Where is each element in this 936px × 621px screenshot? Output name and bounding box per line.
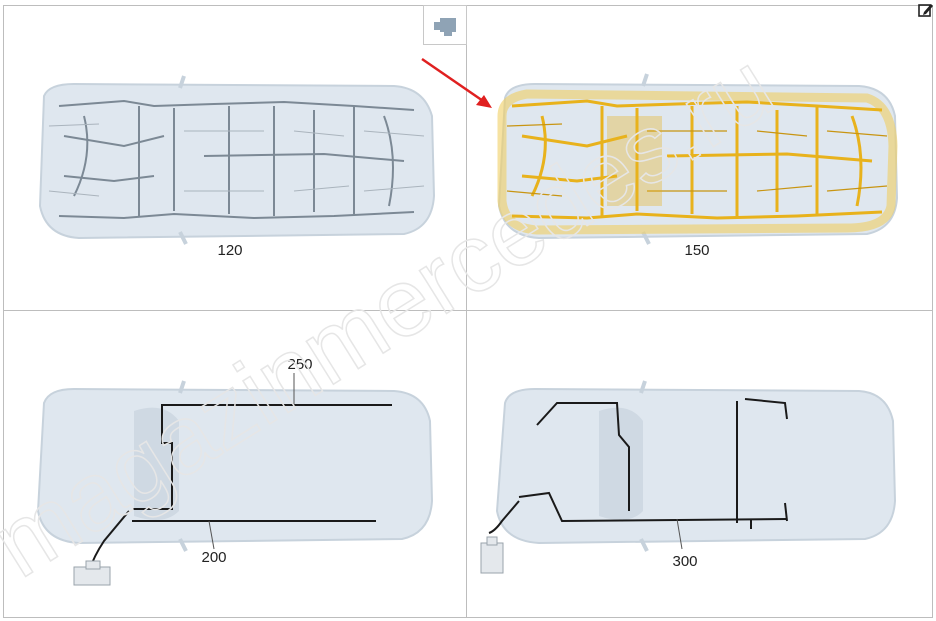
view-toggle-icon	[434, 18, 456, 36]
car-harness-illustration	[38, 75, 436, 245]
panel-route-300[interactable]: 300	[467, 311, 932, 617]
panel-label-300: 300	[672, 553, 698, 570]
grid-divider-horizontal	[3, 310, 933, 311]
pointer-arrow-icon	[421, 57, 492, 108]
panel-label-120: 120	[217, 242, 243, 259]
connector-icon	[480, 536, 504, 574]
panel-route-250-200[interactable]: 250 200	[4, 311, 466, 617]
grid-divider-vertical	[466, 5, 467, 618]
view-toggle-button[interactable]	[423, 5, 467, 45]
panel-label-250: 250	[287, 356, 313, 373]
panel-label-150: 150	[684, 242, 710, 259]
panel-label-200: 200	[201, 549, 227, 566]
edit-icon[interactable]	[918, 2, 934, 18]
car-route-250-200-illustration	[36, 373, 434, 586]
panel-harness-120[interactable]: 120	[4, 6, 466, 310]
car-route-300-illustration	[480, 380, 897, 574]
car-harness-highlighted-illustration	[497, 73, 899, 245]
connector-icon	[73, 560, 111, 586]
panel-harness-150[interactable]: 150	[467, 6, 932, 310]
